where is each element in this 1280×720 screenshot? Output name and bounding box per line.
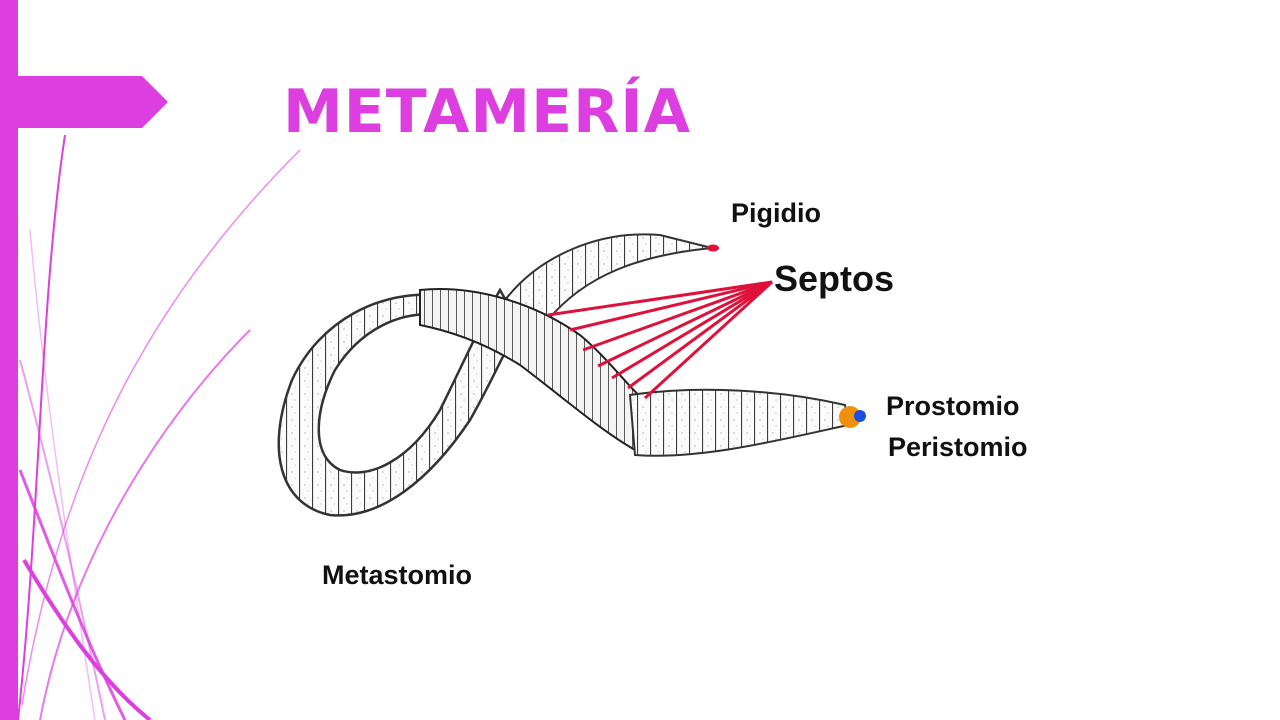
label-metastomio: Metastomio xyxy=(322,560,473,590)
prostomio-marker xyxy=(854,410,866,422)
label-prostomio: Prostomio xyxy=(886,391,1020,421)
pigidio-marker xyxy=(707,244,719,252)
title-arrow-banner xyxy=(0,76,168,128)
decorative-curves xyxy=(17,134,301,720)
left-accent-bar xyxy=(0,0,18,720)
peristomio-marker xyxy=(839,406,861,428)
label-septos: Septos xyxy=(774,258,895,299)
label-peristomio: Peristomio xyxy=(888,432,1028,462)
septos-pointer-lines xyxy=(547,280,774,400)
label-pigidio: Pigidio xyxy=(731,198,821,228)
worm-head-segment xyxy=(628,388,850,457)
slide-title: METAMERÍA xyxy=(283,77,692,147)
